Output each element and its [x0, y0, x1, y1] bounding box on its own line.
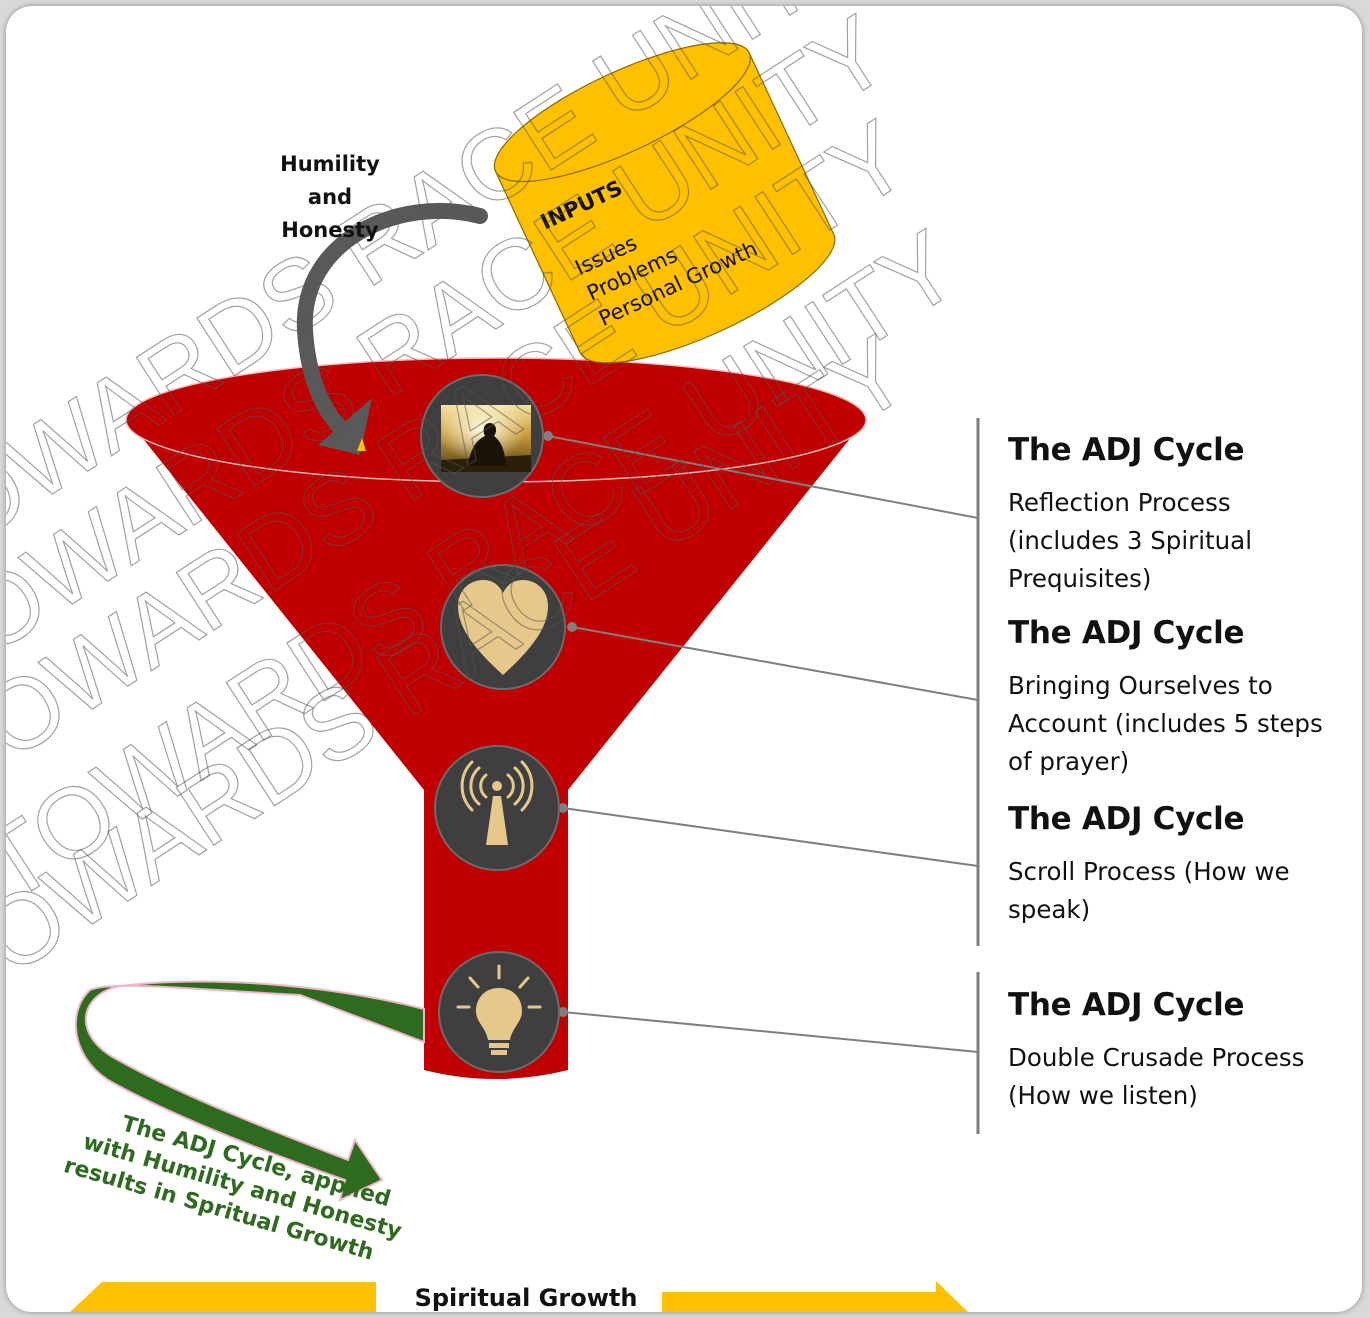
stage-label-reflection: The ADJ Cycle Reflection Process (includ…	[1008, 432, 1348, 598]
stage-line: Double Crusade Process	[1008, 1039, 1348, 1077]
lightbulb-icon	[439, 952, 559, 1072]
stage-line: (includes 3 Spiritual	[1008, 522, 1348, 560]
stage-title: The ADJ Cycle	[1008, 801, 1348, 837]
humility-label-line: Honesty	[270, 214, 390, 247]
stage-line: Prequisites)	[1008, 560, 1348, 598]
stage-label-account: The ADJ Cycle Bringing Ourselves to Acco…	[1008, 615, 1348, 781]
stage-line: Reflection Process	[1008, 484, 1348, 522]
spiritual-growth-label: Spiritual Growth	[386, 1284, 666, 1312]
stage-title: The ADJ Cycle	[1008, 432, 1348, 468]
stage-line: (How we listen)	[1008, 1077, 1348, 1115]
stage-label-double-crusade: The ADJ Cycle Double Crusade Process (Ho…	[1008, 987, 1348, 1115]
connector-line	[563, 808, 978, 866]
diagram-frame: INPUTS Issues Problems Personal Growth	[6, 6, 1362, 1312]
humility-honesty-label: Humility and Honesty	[270, 148, 390, 247]
stage-line: Account (includes 5 steps	[1008, 705, 1348, 743]
stage-title: The ADJ Cycle	[1008, 987, 1348, 1023]
stage-line: Bringing Ourselves to	[1008, 667, 1348, 705]
stage-line: speak)	[1008, 891, 1348, 929]
humility-label-line: and	[270, 181, 390, 214]
connector-line	[563, 1012, 978, 1052]
stage-title: The ADJ Cycle	[1008, 615, 1348, 651]
stage-line: of prayer)	[1008, 743, 1348, 781]
humility-label-line: Humility	[270, 148, 390, 181]
antenna-icon	[435, 746, 559, 870]
stage-label-scroll: The ADJ Cycle Scroll Process (How we spe…	[1008, 801, 1348, 929]
stage-line: Scroll Process (How we	[1008, 853, 1348, 891]
